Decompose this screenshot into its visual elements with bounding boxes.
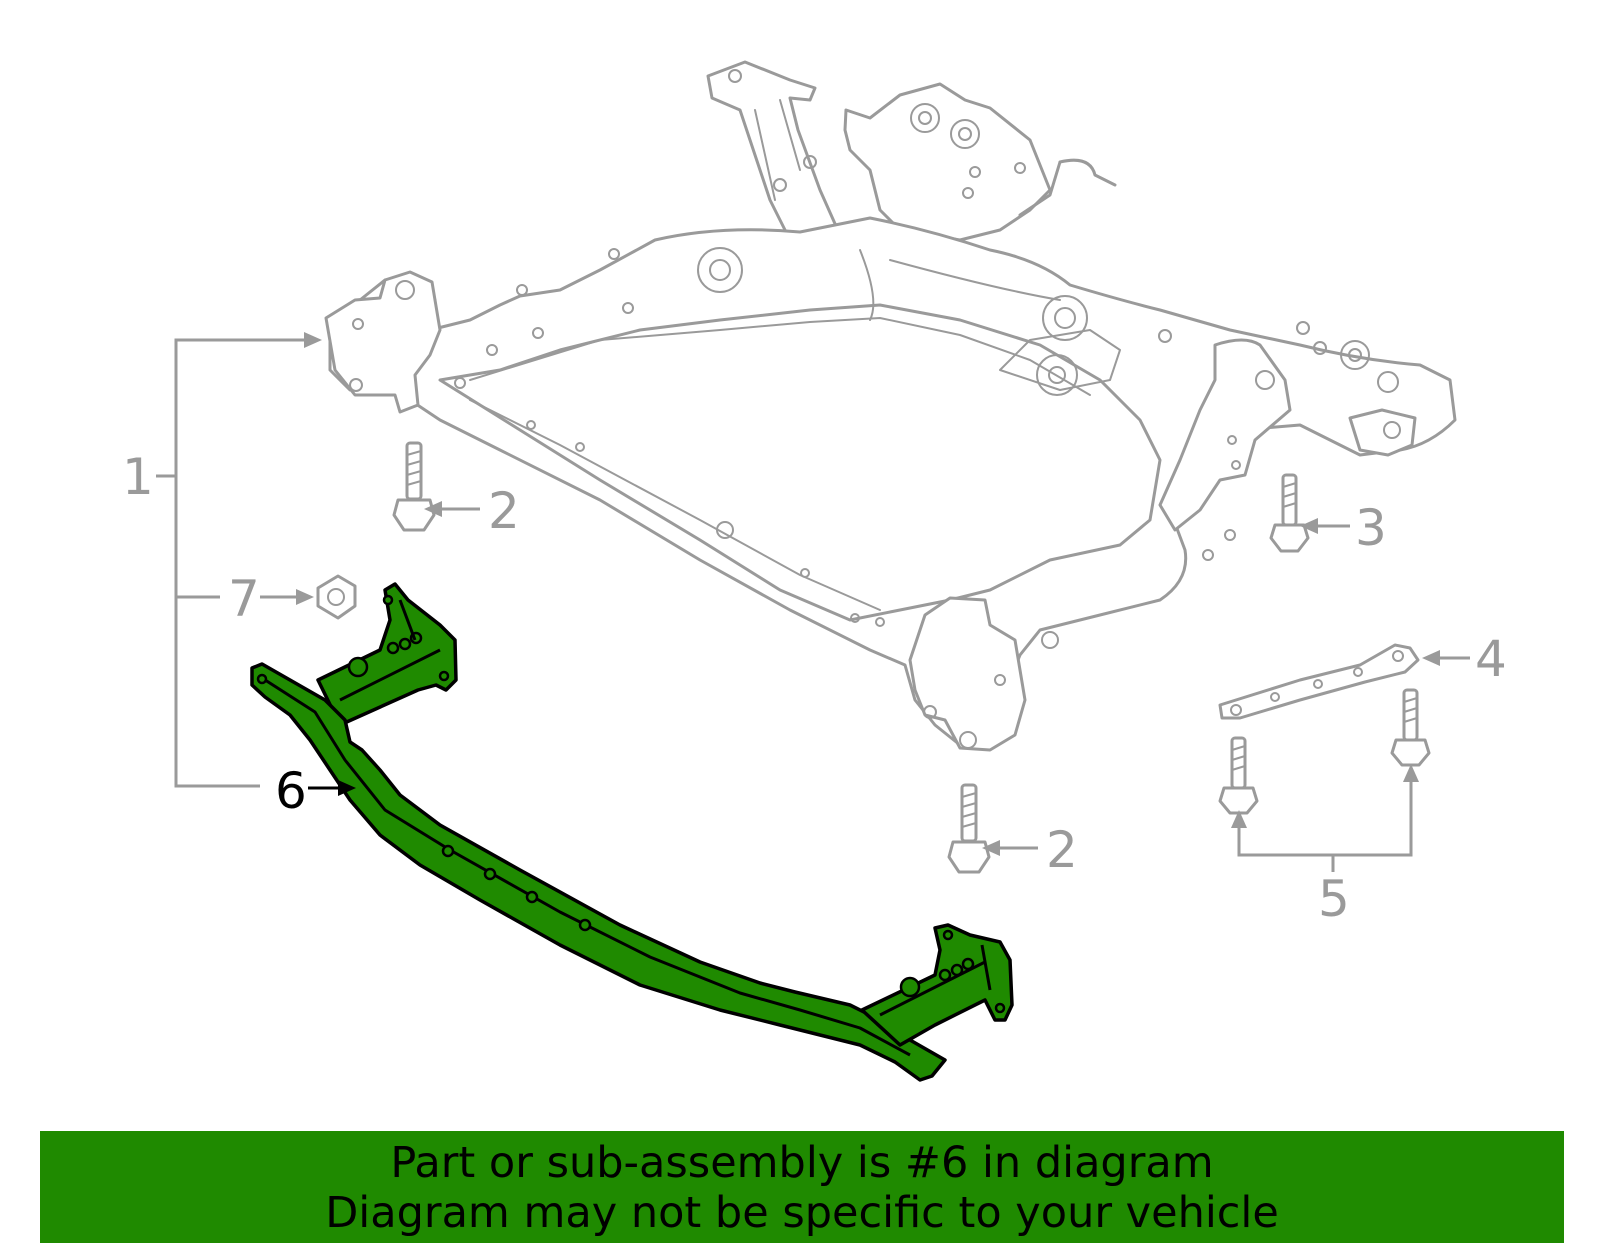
callout-7: 7 xyxy=(228,570,260,628)
bracket-part-4 xyxy=(1218,643,1420,720)
banner-line-2: Diagram may not be specific to your vehi… xyxy=(325,1188,1279,1238)
callout-1: 1 xyxy=(122,448,154,506)
bolt-upper-left xyxy=(392,441,436,532)
banner-line-1: Part or sub-assembly is #6 in diagram xyxy=(390,1138,1214,1188)
crossmember-part-6 xyxy=(250,582,1014,1082)
nut-part-7 xyxy=(316,574,357,620)
callout-6: 6 xyxy=(275,762,307,820)
bolt-part-5-left xyxy=(1218,736,1259,815)
callout-5: 5 xyxy=(1318,870,1350,928)
callout-3: 3 xyxy=(1355,499,1387,557)
subframe-assembly xyxy=(324,60,1457,752)
leaders xyxy=(156,332,1470,872)
callout-2-upper: 2 xyxy=(488,482,520,540)
bolt-part-3 xyxy=(1269,473,1310,553)
callout-2-lower: 2 xyxy=(1046,821,1078,879)
bolt-part-5-right xyxy=(1390,688,1431,767)
highlight-info-banner: Part or sub-assembly is #6 in diagram Di… xyxy=(40,1131,1564,1243)
bolt-lower-middle xyxy=(947,783,991,874)
callout-4: 4 xyxy=(1475,630,1507,688)
